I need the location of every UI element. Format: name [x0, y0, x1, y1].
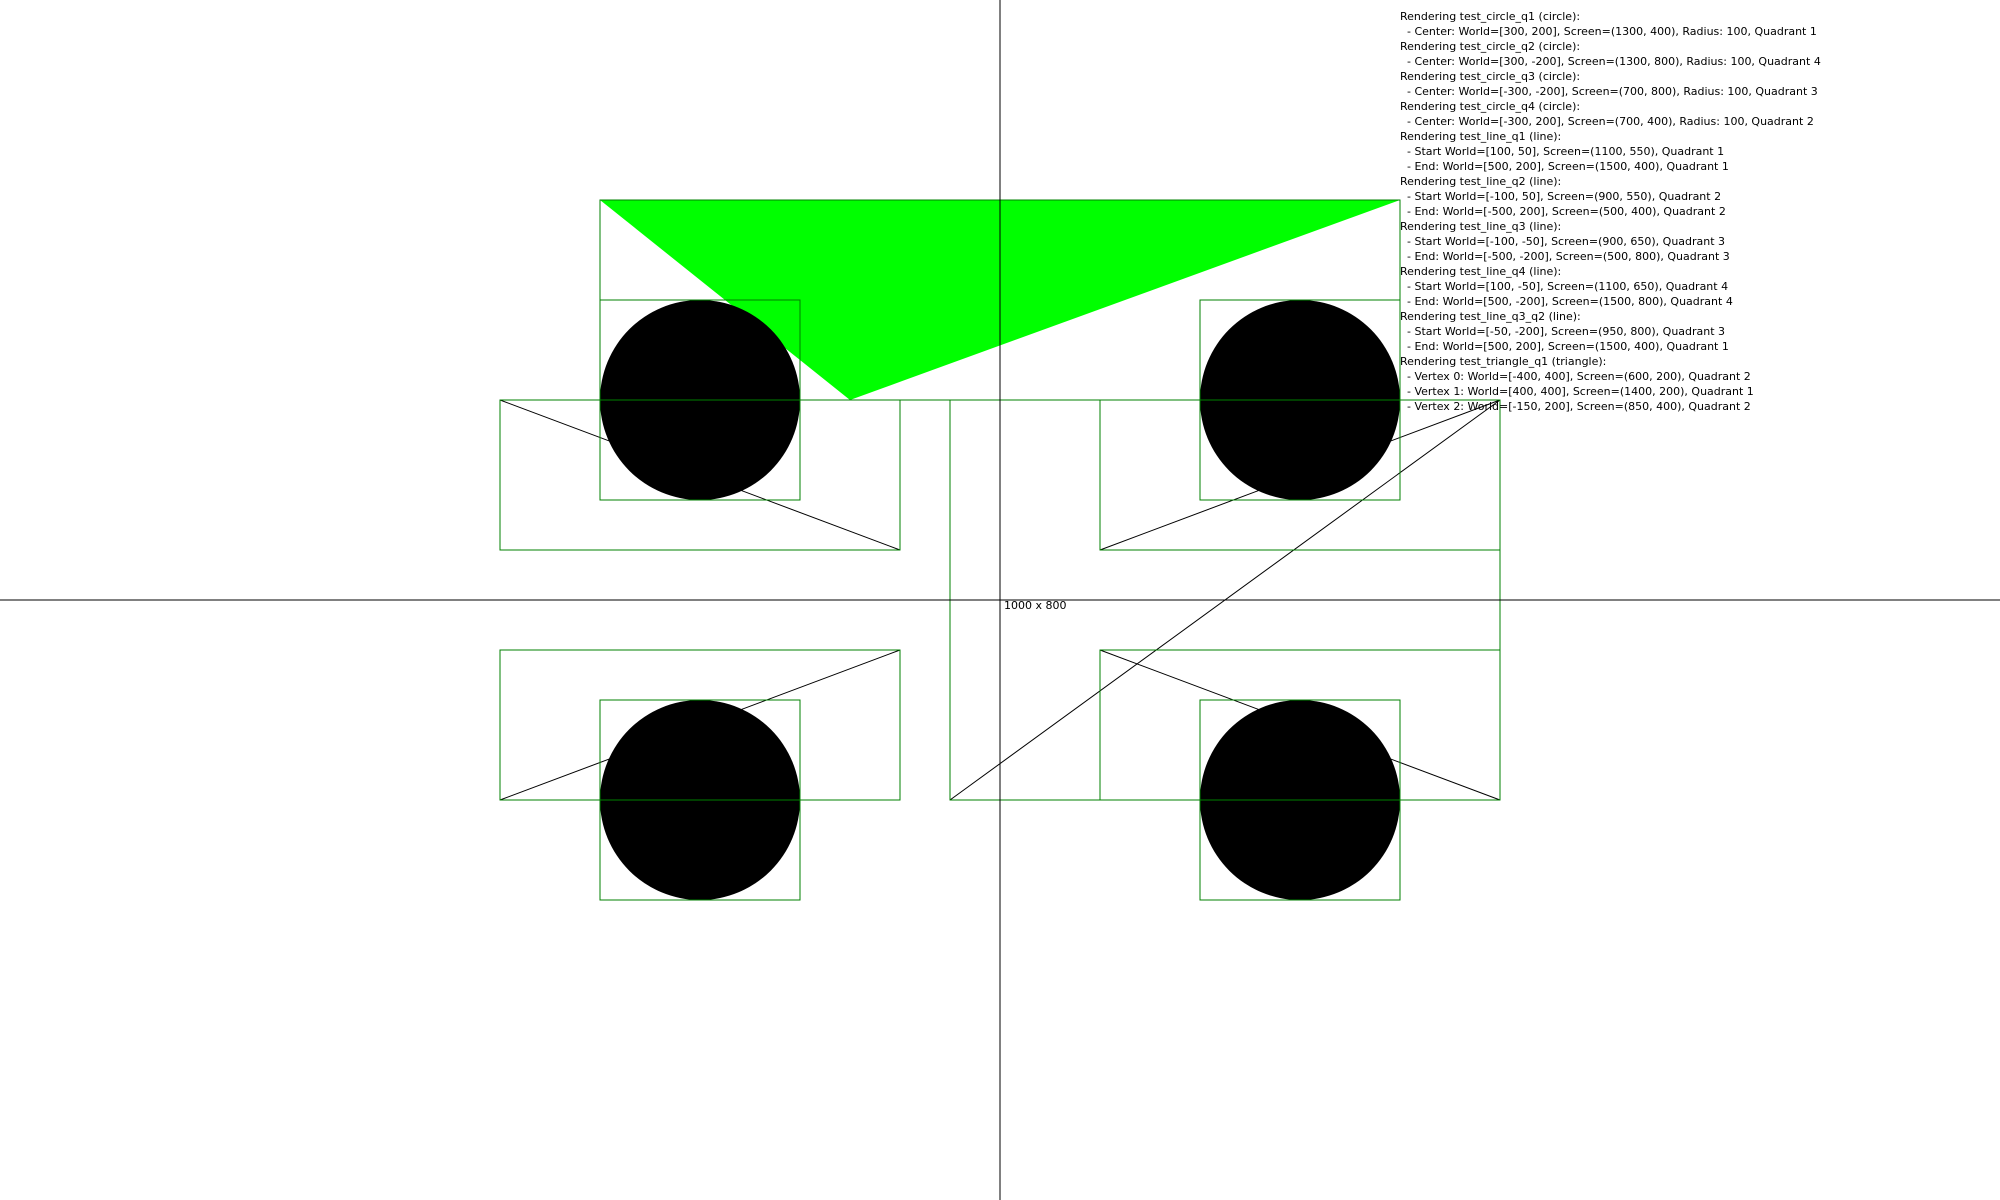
log-line: - Center: World=[-300, -200], Screen=(70…	[1400, 85, 1818, 98]
log-line: - End: World=[500, -200], Screen=(1500, …	[1400, 295, 1733, 308]
log-line: Rendering test_circle_q1 (circle):	[1400, 10, 1581, 23]
test_line_q4-line	[1099, 649, 1501, 801]
log-line: - End: World=[-500, 200], Screen=(500, 4…	[1400, 205, 1726, 218]
log-line: - Start World=[100, 50], Screen=(1100, 5…	[1400, 145, 1725, 158]
test_line_q1-line	[1099, 399, 1501, 551]
log-line: - Vertex 1: World=[400, 400], Screen=(14…	[1400, 385, 1754, 398]
log-line: - Start World=[-50, -200], Screen=(950, …	[1400, 325, 1726, 338]
log-line: - Center: World=[-300, 200], Screen=(700…	[1400, 115, 1814, 128]
log-line: - End: World=[-500, -200], Screen=(500, …	[1400, 250, 1730, 263]
log-line: - Start World=[100, -50], Screen=(1100, …	[1400, 280, 1729, 293]
log-line: - Vertex 0: World=[-400, 400], Screen=(6…	[1400, 370, 1751, 383]
log-line: - Vertex 2: World=[-150, 200], Screen=(8…	[1400, 400, 1751, 413]
log-line: - Center: World=[300, 200], Screen=(1300…	[1400, 25, 1817, 38]
log-line: Rendering test_line_q4 (line):	[1400, 265, 1562, 278]
log-line: Rendering test_circle_q2 (circle):	[1400, 40, 1581, 53]
test_line_q2-bounding-box	[499, 399, 901, 551]
log-line: Rendering test_circle_q3 (circle):	[1400, 70, 1581, 83]
test_line_q2-line	[499, 399, 901, 551]
log-line: - Start World=[-100, 50], Screen=(900, 5…	[1400, 190, 1722, 203]
render-log: Rendering test_circle_q1 (circle): - Cen…	[1400, 9, 1821, 414]
test_line_q3-line	[499, 649, 901, 801]
viewport-size-label: 1000 x 800	[1004, 599, 1067, 612]
log-line: - End: World=[500, 200], Screen=(1500, 4…	[1400, 160, 1729, 173]
log-line: Rendering test_line_q3 (line):	[1400, 220, 1562, 233]
log-line: Rendering test_line_q3_q2 (line):	[1400, 310, 1581, 323]
log-line: Rendering test_line_q1 (line):	[1400, 130, 1562, 143]
test_line_q3-bounding-box	[499, 649, 901, 801]
log-line: - End: World=[500, 200], Screen=(1500, 4…	[1400, 340, 1729, 353]
log-line: - Center: World=[300, -200], Screen=(130…	[1400, 55, 1821, 68]
log-line: Rendering test_circle_q4 (circle):	[1400, 100, 1581, 113]
log-line: Rendering test_triangle_q1 (triangle):	[1400, 355, 1607, 368]
log-line: Rendering test_line_q2 (line):	[1400, 175, 1562, 188]
log-line: - Start World=[-100, -50], Screen=(900, …	[1400, 235, 1726, 248]
